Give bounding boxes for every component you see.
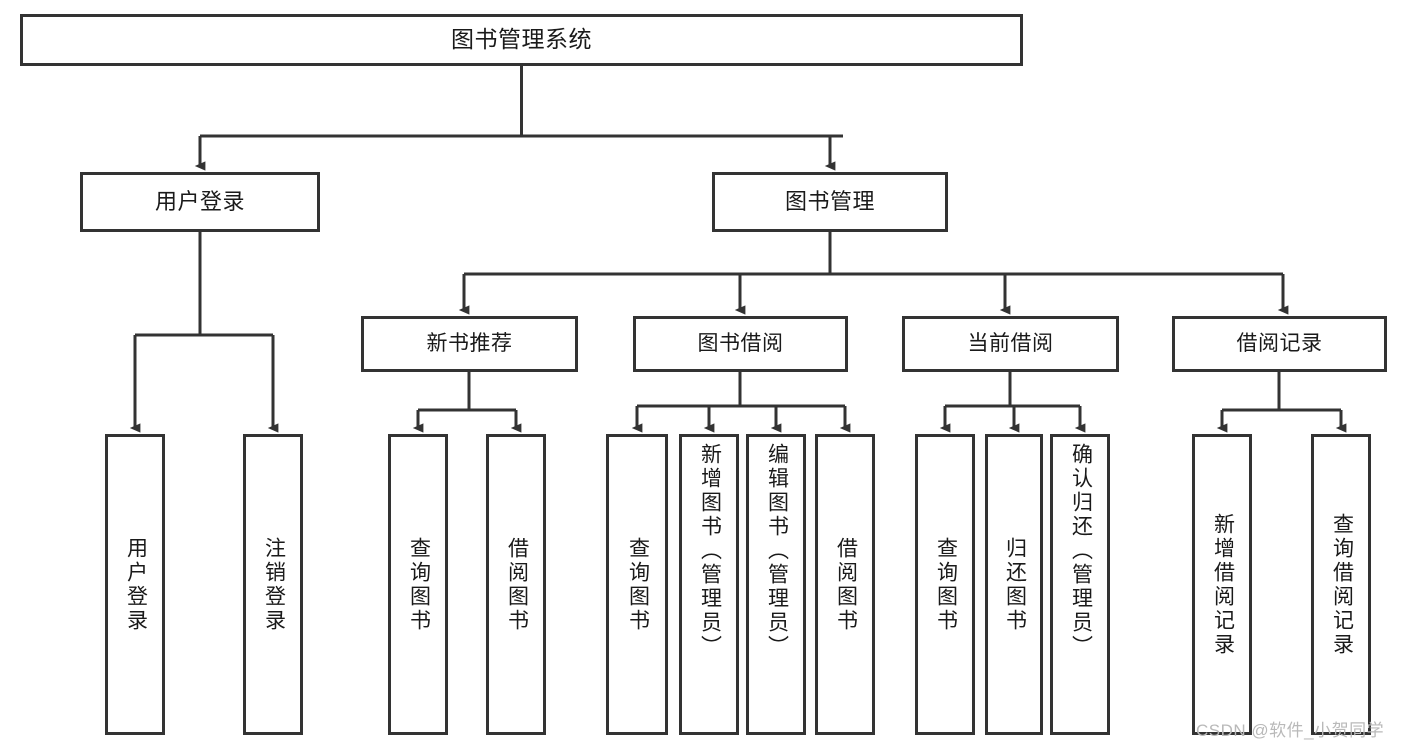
- node-leaf-edit-book-label: 编辑图书（管理员）: [765, 443, 789, 659]
- node-book-manage-label: 图书管理: [784, 189, 875, 215]
- node-leaf-query-book-rec-label: 查询图书: [407, 536, 431, 633]
- node-leaf-logout[interactable]: 注销登录: [243, 434, 303, 735]
- node-leaf-confirm-return[interactable]: 确认归还（管理员）: [1050, 434, 1110, 735]
- node-leaf-edit-book[interactable]: 编辑图书（管理员）: [746, 434, 806, 735]
- node-leaf-confirm-return-label: 确认归还（管理员）: [1069, 443, 1093, 659]
- node-new-book-rec-label: 新书推荐: [426, 331, 513, 355]
- node-leaf-add-book-label: 新增图书（管理员）: [698, 443, 722, 659]
- node-root[interactable]: 图书管理系统: [20, 14, 1023, 66]
- node-leaf-query-book-rec[interactable]: 查询图书: [388, 434, 448, 735]
- node-book-borrow-label: 图书借阅: [697, 331, 784, 355]
- csdn-watermark: CSDN @软件_小贺同学: [1196, 721, 1385, 740]
- node-leaf-query-book-cur-label: 查询图书: [934, 536, 958, 633]
- node-leaf-add-record[interactable]: 新增借阅记录: [1192, 434, 1252, 735]
- node-leaf-borrow-book-label: 借阅图书: [834, 536, 858, 633]
- node-leaf-logout-label: 注销登录: [262, 536, 286, 633]
- node-new-book-rec[interactable]: 新书推荐: [361, 316, 578, 372]
- node-user-login-label: 用户登录: [154, 189, 245, 215]
- node-borrow-record[interactable]: 借阅记录: [1172, 316, 1387, 372]
- node-user-login[interactable]: 用户登录: [80, 172, 320, 232]
- node-borrow-record-label: 借阅记录: [1236, 331, 1323, 355]
- node-leaf-query-book-cur[interactable]: 查询图书: [915, 434, 975, 735]
- node-book-borrow[interactable]: 图书借阅: [633, 316, 848, 372]
- node-leaf-borrow-book-rec-label: 借阅图书: [505, 536, 529, 633]
- node-leaf-user-login[interactable]: 用户登录: [105, 434, 165, 735]
- node-leaf-borrow-book-rec[interactable]: 借阅图书: [486, 434, 546, 735]
- node-leaf-add-book[interactable]: 新增图书（管理员）: [679, 434, 739, 735]
- node-leaf-borrow-book[interactable]: 借阅图书: [815, 434, 875, 735]
- node-leaf-query-book-label: 查询图书: [626, 536, 650, 633]
- node-leaf-query-record[interactable]: 查询借阅记录: [1311, 434, 1371, 735]
- node-current-borrow-label: 当前借阅: [967, 331, 1054, 355]
- node-leaf-add-record-label: 新增借阅记录: [1211, 512, 1235, 657]
- node-leaf-user-login-label: 用户登录: [124, 536, 148, 633]
- node-leaf-query-record-label: 查询借阅记录: [1330, 512, 1354, 657]
- node-leaf-return-book[interactable]: 归还图书: [985, 434, 1043, 735]
- node-current-borrow[interactable]: 当前借阅: [902, 316, 1119, 372]
- node-root-label: 图书管理系统: [451, 26, 592, 53]
- node-leaf-query-book[interactable]: 查询图书: [606, 434, 668, 735]
- node-leaf-return-book-label: 归还图书: [1003, 536, 1027, 633]
- node-book-manage[interactable]: 图书管理: [712, 172, 948, 232]
